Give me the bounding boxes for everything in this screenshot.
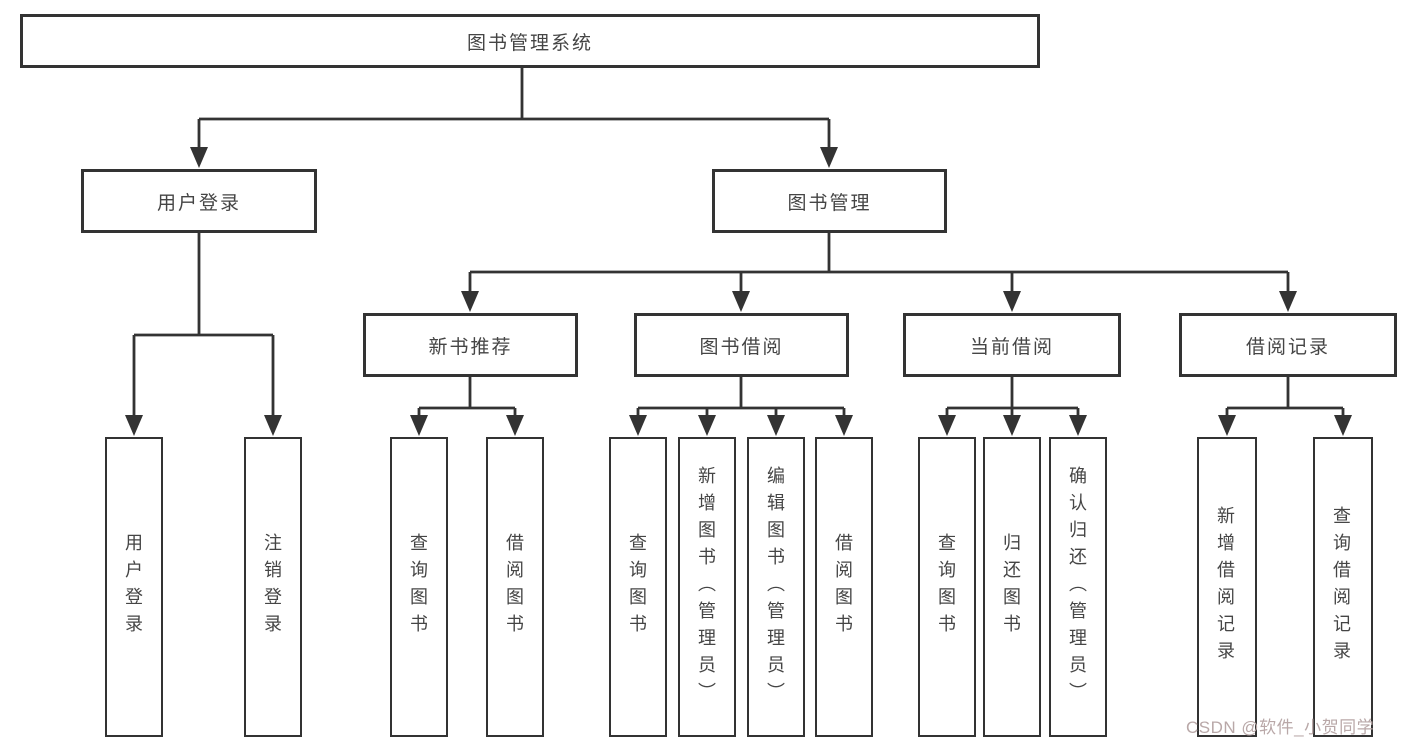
leaf-add-book-admin: 新增图书（管理员）	[678, 437, 736, 737]
leaf-query-book-borrow: 查询图书	[609, 437, 667, 737]
leaf-return-book: 归还图书	[983, 437, 1041, 737]
leaf-query-book-current: 查询图书	[918, 437, 976, 737]
leaf-add-borrow-record: 新增借阅记录	[1197, 437, 1257, 737]
leaf-query-book-recommend: 查询图书	[390, 437, 448, 737]
node-user-login: 用户登录	[81, 169, 317, 233]
watermark: CSDN @软件_小贺同学	[1186, 718, 1375, 737]
leaf-borrow-book: 借阅图书	[815, 437, 873, 737]
leaf-borrow-book-recommend: 借阅图书	[486, 437, 544, 737]
leaf-query-borrow-record: 查询借阅记录	[1313, 437, 1373, 737]
node-root: 图书管理系统	[20, 14, 1040, 68]
leaf-logout: 注销登录	[244, 437, 302, 737]
node-book-borrow: 图书借阅	[634, 313, 849, 377]
node-book-management: 图书管理	[712, 169, 947, 233]
node-new-book-recommend: 新书推荐	[363, 313, 578, 377]
leaf-user-login: 用户登录	[105, 437, 163, 737]
node-borrow-record: 借阅记录	[1179, 313, 1397, 377]
leaf-edit-book-admin: 编辑图书（管理员）	[747, 437, 805, 737]
leaf-confirm-return-admin: 确认归还（管理员）	[1049, 437, 1107, 737]
node-current-borrow: 当前借阅	[903, 313, 1121, 377]
